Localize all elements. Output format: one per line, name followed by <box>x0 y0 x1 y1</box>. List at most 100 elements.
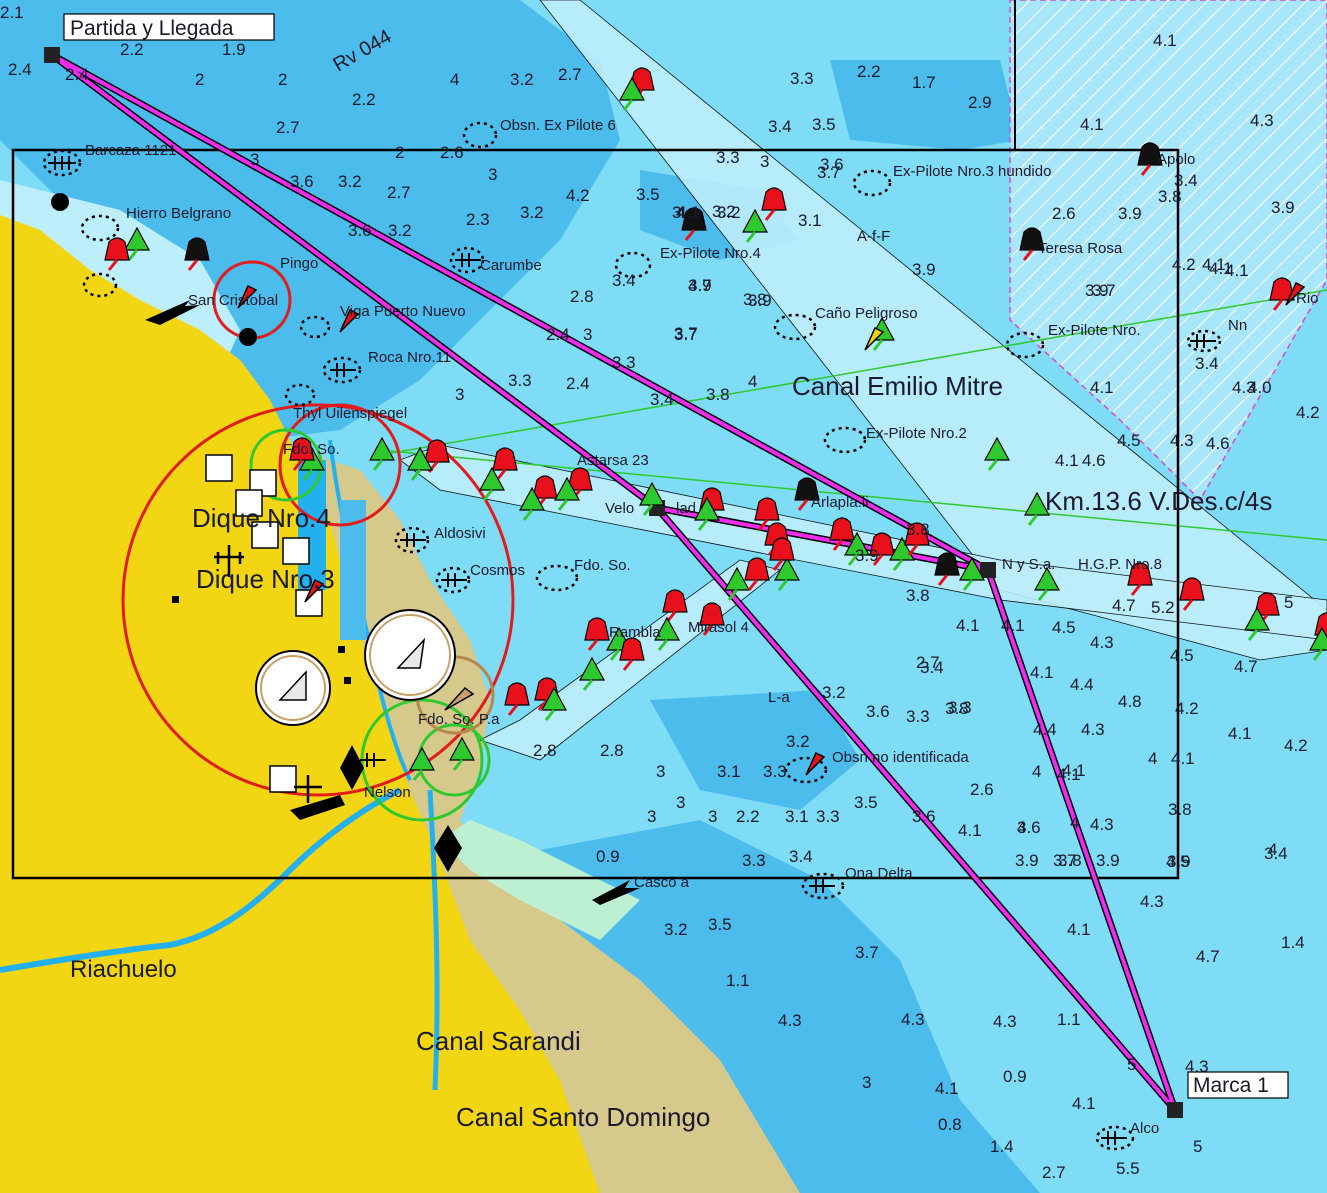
depth-sounding: 3.4 <box>1174 171 1198 190</box>
depth-sounding: 3.2 <box>664 920 688 939</box>
depth-sounding: 3.6 <box>866 702 890 721</box>
depth-sounding: 3.7 <box>855 943 879 962</box>
label-cosmos: Cosmos <box>470 562 525 579</box>
depth-sounding: 3 <box>672 203 681 222</box>
depth-sounding: 4 <box>1148 749 1157 768</box>
depth-sounding: 2.2 <box>120 40 144 59</box>
depth-sounding: 3 <box>488 165 497 184</box>
river-riachuelo <box>0 787 402 973</box>
depth-sounding: 2.2 <box>352 90 376 109</box>
label-hierro-belgrano: Hierro Belgrano <box>126 205 231 222</box>
buoy-markers <box>104 67 1327 781</box>
label-rambla: Rambla <box>609 624 661 641</box>
depth-sounding: 3.6 <box>1017 818 1041 837</box>
depth-sounding: 3.9 <box>912 260 936 279</box>
anchorage-circle <box>121 403 515 797</box>
depth-sounding: 3.2 <box>712 202 736 221</box>
buoy-stem <box>907 544 919 556</box>
depth-sounding: 4.7 <box>1196 947 1220 966</box>
depth-sounding: 4.1 <box>1228 724 1252 743</box>
depth-sounding: 3.9 <box>1096 851 1120 870</box>
depth-sounding: 3.8 <box>906 586 930 605</box>
label-ex-pilote3: Ex-Pilote Nro.3 hundido <box>893 163 1051 180</box>
depth-sounding: 4.1 <box>677 203 701 222</box>
depth-sounding: 3.9 <box>1167 852 1191 871</box>
depth-sounding: 2.6 <box>440 143 464 162</box>
depth-sounding: 2.1 <box>0 3 24 22</box>
label-teresa-rosa: Teresa Rosa <box>1038 240 1123 257</box>
buoy-stem <box>962 579 974 591</box>
area-canal-sarandi: Canal Sarandi <box>416 1026 581 1056</box>
depth-sounding: 4 <box>748 372 757 391</box>
depth-sounding: 3 <box>250 150 259 169</box>
depth-sounding: 4.2 <box>1175 699 1199 718</box>
buoy-stem <box>452 759 464 771</box>
depth-sounding: 2.4 <box>546 325 570 344</box>
buoy-stem <box>747 579 759 591</box>
mooring-circle <box>260 655 326 721</box>
red-buoy-icon <box>769 537 795 561</box>
light-beacon-icons <box>237 281 1306 776</box>
buoy-stem <box>412 769 424 781</box>
buoy-stem <box>482 489 494 501</box>
chart-frame <box>11 148 1180 880</box>
depth-sounding: 4.6 <box>1082 451 1106 470</box>
depth-sounding: 3.8 <box>945 699 969 718</box>
depth-sounding: 2.7 <box>558 65 582 84</box>
buoy-stem <box>764 209 776 221</box>
buoy-stem <box>642 504 654 516</box>
depth-sounding: 4.1 <box>958 821 982 840</box>
depth-sounding: 3.9 <box>688 276 712 295</box>
depth-sounding: 2.4 <box>65 65 89 84</box>
buoy-stem <box>727 589 739 601</box>
depth-sounding: 4 <box>1268 840 1277 859</box>
label-obsn-ex-pilote6: Obsn. Ex Pilote 6 <box>500 117 616 134</box>
area-dique3: Dique Nro.3 <box>196 564 335 594</box>
rock-icon <box>239 328 257 346</box>
area-km-label: Km.13.6 V.Des.c/4s <box>1045 486 1272 516</box>
depth-sounding: 4.2 <box>1296 403 1320 422</box>
label-la: L-a <box>768 689 790 706</box>
depth-sounding: 3.5 <box>812 115 836 134</box>
depth-sounding: 3.3 <box>612 353 636 372</box>
restricted-area <box>1009 0 1327 502</box>
waypoint-marker[interactable] <box>980 562 996 578</box>
depth-sounding: 4.2 <box>1284 736 1308 755</box>
obstruction-markers <box>42 121 1222 1151</box>
depth-sounding: 4.3 <box>778 1011 802 1030</box>
depth-sounding: 5 <box>1284 593 1293 612</box>
depth-sounding: 1.1 <box>1057 1010 1081 1029</box>
depth-sounding: 3.6 <box>912 807 936 826</box>
label-nelson: Nelson <box>364 784 411 801</box>
waypoint-start-marker[interactable] <box>44 47 60 63</box>
depth-sounding: 0.8 <box>938 1115 962 1134</box>
buoy-stem <box>937 574 949 586</box>
depth-sounding: 4.7 <box>688 276 712 295</box>
label-barcaza: Barcaza 1121 <box>85 142 176 159</box>
waypoint-end-marker[interactable] <box>1167 1102 1183 1118</box>
depth-sounding: 3.5 <box>636 185 660 204</box>
depth-sounding: 3.3 <box>742 851 766 870</box>
black-buoy-icon <box>1019 227 1045 251</box>
label-pingo: Pingo <box>280 255 318 272</box>
depth-sounding: 3.4 <box>1264 844 1288 863</box>
buoy-stem <box>1272 299 1284 311</box>
depth-sounding: 4.5 <box>1170 646 1194 665</box>
label-alco: Alco <box>1130 1120 1159 1137</box>
buoy-stem <box>127 249 139 261</box>
depth-sounding: 4.1 <box>935 1079 959 1098</box>
buoy-stem <box>772 559 784 571</box>
label-fdo-so-1: Fdo. So. <box>283 441 340 458</box>
buoy-stem <box>1182 599 1194 611</box>
buoy-stem <box>609 649 621 661</box>
depth-sounding: 2.4 <box>8 60 32 79</box>
depth-sounding: 4.3 <box>1140 892 1164 911</box>
red-buoy-icon <box>424 439 450 463</box>
label-nn: Nn <box>1228 317 1247 334</box>
buoy-stem <box>302 469 314 481</box>
diamond-icon <box>434 825 462 872</box>
depth-sounding: 3 <box>583 325 592 344</box>
red-buoy-icon <box>699 602 725 626</box>
depth-sounding: 4.7 <box>1234 657 1258 676</box>
